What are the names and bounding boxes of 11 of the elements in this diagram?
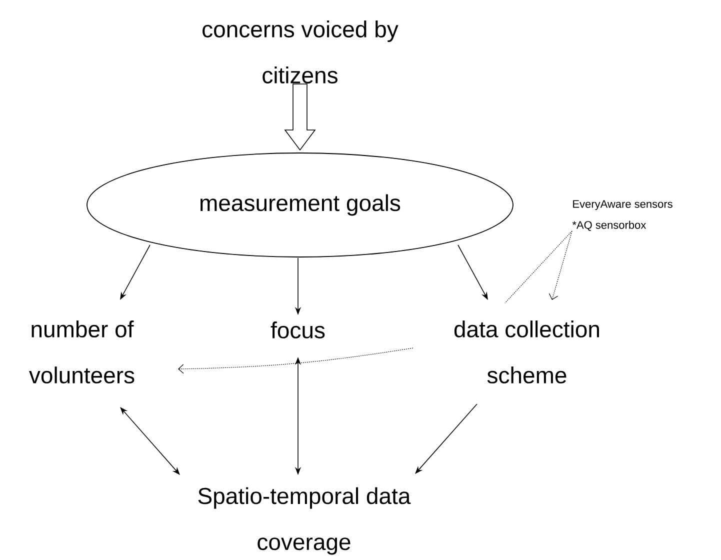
node-label: focus <box>270 322 325 338</box>
note-text: EveryAware sensors *AQ sensorbox <box>572 200 672 231</box>
arrow <box>120 407 180 475</box>
node-label: Spatio-temporal data coverage <box>198 487 411 555</box>
block-arrow <box>284 84 316 151</box>
node-label: data collection scheme <box>454 320 599 384</box>
node-label: concerns voiced by citizens <box>202 20 398 84</box>
arrow <box>548 230 572 300</box>
arrow <box>178 348 414 374</box>
node-label: number of volunteers <box>29 320 134 384</box>
arrow <box>415 404 478 474</box>
